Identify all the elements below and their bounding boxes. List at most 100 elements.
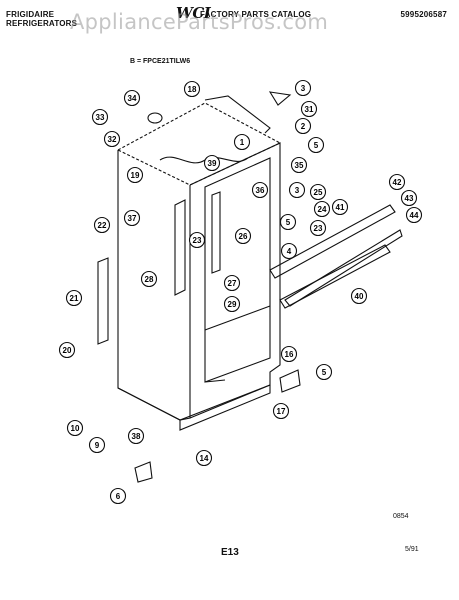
- callout-circle: [66, 419, 84, 437]
- callout-circle: [300, 100, 318, 118]
- callout-23: 23: [188, 231, 206, 249]
- callout-number: 26: [239, 232, 248, 241]
- callout-layer: 1233455569101416171819202122232324252627…: [58, 79, 423, 505]
- callout-circle: [294, 117, 312, 135]
- callout-circle: [58, 341, 76, 359]
- callout-1: 1: [233, 133, 251, 151]
- callout-16: 16: [280, 345, 298, 363]
- callout-number: 44: [410, 211, 419, 220]
- lower-hinge: [279, 369, 301, 393]
- callout-circle: [93, 216, 111, 234]
- callout-circle: [405, 206, 423, 224]
- callout-circle: [294, 79, 312, 97]
- callout-circle: [280, 242, 298, 260]
- catalog-part-number: 5995206587: [400, 10, 447, 19]
- callout-circle: [272, 402, 290, 420]
- callout-circle: [315, 363, 333, 381]
- callout-number: 20: [63, 346, 72, 355]
- callout-circle: [309, 219, 327, 237]
- callout-circle: [123, 89, 141, 107]
- callout-circle: [251, 181, 269, 199]
- callout-29: 29: [223, 295, 241, 313]
- callout-18: 18: [183, 80, 201, 98]
- callout-circle: [388, 173, 406, 191]
- callout-5: 5: [279, 213, 297, 231]
- callout-circle: [140, 270, 158, 288]
- callout-6: 6: [109, 487, 127, 505]
- callout-circle: [123, 209, 141, 227]
- door-trim-lower: [284, 229, 403, 307]
- cabinet-inner-floor: [204, 305, 271, 383]
- door-trim-middle: [279, 244, 391, 309]
- callout-33: 33: [91, 108, 109, 126]
- callout-36: 36: [251, 181, 269, 199]
- callout-9: 9: [88, 436, 106, 454]
- callout-28: 28: [140, 270, 158, 288]
- callout-number: 35: [295, 161, 304, 170]
- callout-17: 17: [272, 402, 290, 420]
- callout-37: 37: [123, 209, 141, 227]
- inner-shelf-strip-right: [211, 191, 221, 274]
- callout-number: 16: [285, 350, 294, 359]
- model-label: B = FPCE21TILW6: [130, 58, 191, 65]
- callout-3: 3: [294, 79, 312, 97]
- callout-circle: [223, 274, 241, 292]
- category-label: REFRIGERATORS: [6, 19, 78, 28]
- callout-5: 5: [307, 136, 325, 154]
- callout-20: 20: [58, 341, 76, 359]
- page-code: E13: [221, 547, 239, 558]
- callout-10: 10: [66, 419, 84, 437]
- callout-number: 5: [314, 141, 319, 150]
- door-trim-upper: [269, 204, 396, 279]
- callout-number: 23: [314, 224, 323, 233]
- callout-circle: [350, 287, 368, 305]
- callout-circle: [279, 213, 297, 231]
- callout-circle: [103, 130, 121, 148]
- callout-circle: [288, 181, 306, 199]
- callout-number: 40: [355, 292, 364, 301]
- callout-number: 6: [116, 492, 121, 501]
- callout-35: 35: [290, 156, 308, 174]
- top-hinge-bracket: [204, 95, 271, 134]
- callout-number: 27: [228, 279, 237, 288]
- callout-number: 1: [240, 138, 245, 147]
- callout-number: 43: [405, 194, 414, 203]
- callout-number: 25: [314, 188, 323, 197]
- cabinet-inner-opening: [204, 157, 271, 383]
- callout-number: 5: [286, 218, 291, 227]
- callout-19: 19: [126, 166, 144, 184]
- catalog-title: FACTORY PARTS CATALOG: [200, 10, 312, 19]
- callout-25: 25: [309, 183, 327, 201]
- callout-number: 3: [295, 186, 300, 195]
- foot-part: [134, 461, 153, 483]
- callout-circle: [309, 183, 327, 201]
- callout-42: 42: [388, 173, 406, 191]
- callout-31: 31: [300, 100, 318, 118]
- callout-number: 21: [70, 294, 79, 303]
- callout-number: 41: [336, 203, 345, 212]
- callout-circle: [126, 166, 144, 184]
- callout-number: 19: [131, 171, 140, 180]
- callout-circle: [91, 108, 109, 126]
- hinge-cap: [268, 91, 292, 106]
- callout-number: 18: [188, 85, 197, 94]
- callout-39: 39: [203, 154, 221, 172]
- callout-number: 42: [393, 178, 402, 187]
- callout-number: 34: [128, 94, 137, 103]
- callout-circle: [400, 189, 418, 207]
- revision-date: 5/91: [405, 546, 419, 553]
- callout-number: 28: [145, 275, 154, 284]
- callout-22: 22: [93, 216, 111, 234]
- callout-number: 39: [208, 159, 217, 168]
- cabinet-drawing: [97, 91, 403, 483]
- callout-21: 21: [65, 289, 83, 307]
- callout-number: 32: [108, 135, 117, 144]
- callout-number: 29: [228, 300, 237, 309]
- callout-number: 36: [256, 186, 265, 195]
- callout-43: 43: [400, 189, 418, 207]
- grommet-part: [147, 112, 163, 124]
- callout-number: 3: [301, 84, 306, 93]
- callout-40: 40: [350, 287, 368, 305]
- callout-32: 32: [103, 130, 121, 148]
